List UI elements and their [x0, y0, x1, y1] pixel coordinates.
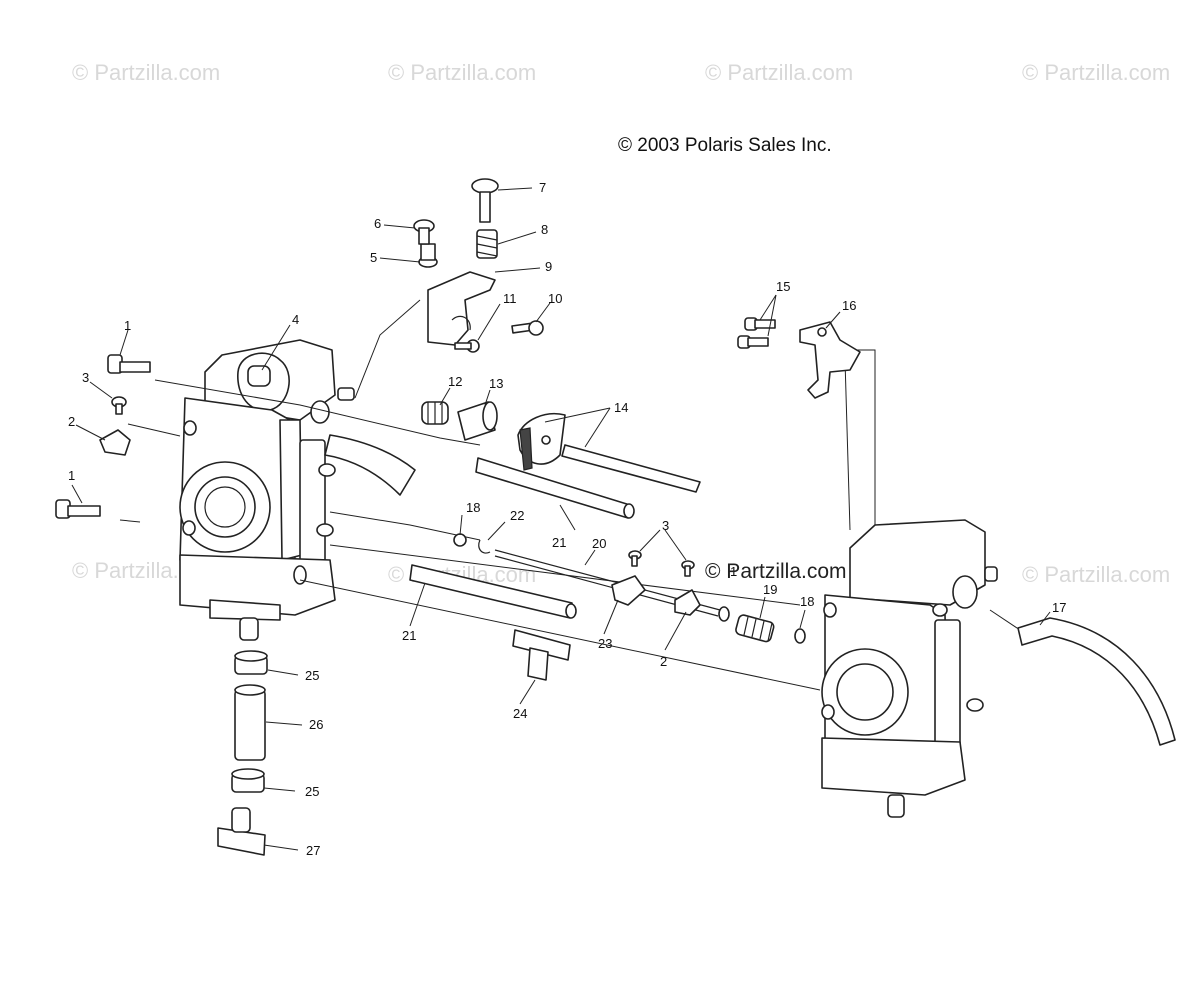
- callout-18: 18: [800, 594, 814, 609]
- callout-16: 16: [842, 298, 856, 313]
- callout-25: 25: [305, 784, 319, 799]
- screw-3-left: [111, 396, 127, 415]
- copyright-notice: © 2003 Polaris Sales Inc.: [618, 135, 832, 156]
- screw-10: [511, 320, 544, 336]
- callout-22: 22: [510, 508, 524, 523]
- clamp-25-bottom: [231, 768, 265, 793]
- callout-21: 21: [402, 628, 416, 643]
- tee-fitting-27: [217, 807, 266, 856]
- assembly-lines: [119, 299, 1021, 691]
- callout-26: 26: [309, 717, 323, 732]
- callout-19: 19: [763, 582, 777, 597]
- callout-9: 9: [545, 259, 552, 274]
- callout-3: 3: [662, 518, 669, 533]
- callout-6: 6: [374, 216, 381, 231]
- screw-1-top: [107, 354, 151, 374]
- throttle-bracket: [413, 178, 499, 353]
- callout-15: 15: [776, 279, 790, 294]
- right-carburetor: [821, 519, 998, 818]
- lever-23: [611, 550, 646, 606]
- callout-1: 1: [124, 318, 131, 333]
- clip-22: [478, 539, 491, 554]
- callout-14: 14: [614, 400, 628, 415]
- washer-18-left: [453, 533, 467, 547]
- clamp-2-center: [674, 560, 701, 616]
- callout-1: 1: [68, 468, 75, 483]
- screws-15: [737, 317, 776, 349]
- bushing-13: [457, 401, 498, 441]
- callout-labels: 1 1 2 2 3 3 4 5 6 7 8 9 10 11 12 13 14 1…: [68, 180, 1066, 858]
- callout-2: 2: [660, 654, 667, 669]
- watermark-center: © Partzilla.com: [705, 560, 847, 583]
- callout-8: 8: [541, 222, 548, 237]
- spring-19: [735, 614, 775, 643]
- callout-21: 21: [552, 535, 566, 550]
- washer-18-small: [718, 606, 730, 622]
- clamp-25-top: [234, 650, 268, 675]
- watermark: © Partzilla.com: [1022, 60, 1170, 85]
- callout-20: 20: [592, 536, 606, 551]
- callout-leaders: [71, 187, 1051, 851]
- screw-1-bottom: [55, 499, 101, 519]
- callout-25: 25: [305, 668, 319, 683]
- throttle-arm: [324, 434, 416, 496]
- callout-5: 5: [370, 250, 377, 265]
- callout-3: 3: [82, 370, 89, 385]
- left-carburetor: [179, 339, 355, 641]
- clamp-2-left: [99, 429, 131, 456]
- jet-cap-4: [247, 365, 271, 387]
- callout-23: 23: [598, 636, 612, 651]
- callout-24: 24: [513, 706, 527, 721]
- callout-11: 11: [503, 291, 517, 306]
- callout-13: 13: [489, 376, 503, 391]
- callout-2: 2: [68, 414, 75, 429]
- callout-27: 27: [306, 843, 320, 858]
- callout-18: 18: [466, 500, 480, 515]
- shaft-14: [561, 444, 701, 493]
- callout-7: 7: [539, 180, 546, 195]
- watermark: © Partzilla.com: [388, 60, 536, 85]
- watermark: © Partzilla.com: [1022, 562, 1170, 587]
- callout-12: 12: [448, 374, 462, 389]
- washer-18-right: [794, 628, 806, 644]
- callout-17: 17: [1052, 600, 1066, 615]
- bracket-16: [799, 321, 861, 399]
- callout-1: 1: [730, 564, 737, 579]
- fuel-line-17: [1017, 617, 1176, 746]
- callout-10: 10: [548, 291, 562, 306]
- hose-26: [234, 684, 266, 761]
- watermark: © Partzilla.com: [705, 60, 853, 85]
- spring-12: [421, 401, 449, 425]
- cam-lever-14: [517, 413, 566, 471]
- watermark: © Partzilla.com: [72, 60, 220, 85]
- callout-4: 4: [292, 312, 299, 327]
- tee-fitting-24: [512, 629, 571, 681]
- watermark-layer: © Partzilla.com © Partzilla.com © Partzi…: [72, 60, 1170, 587]
